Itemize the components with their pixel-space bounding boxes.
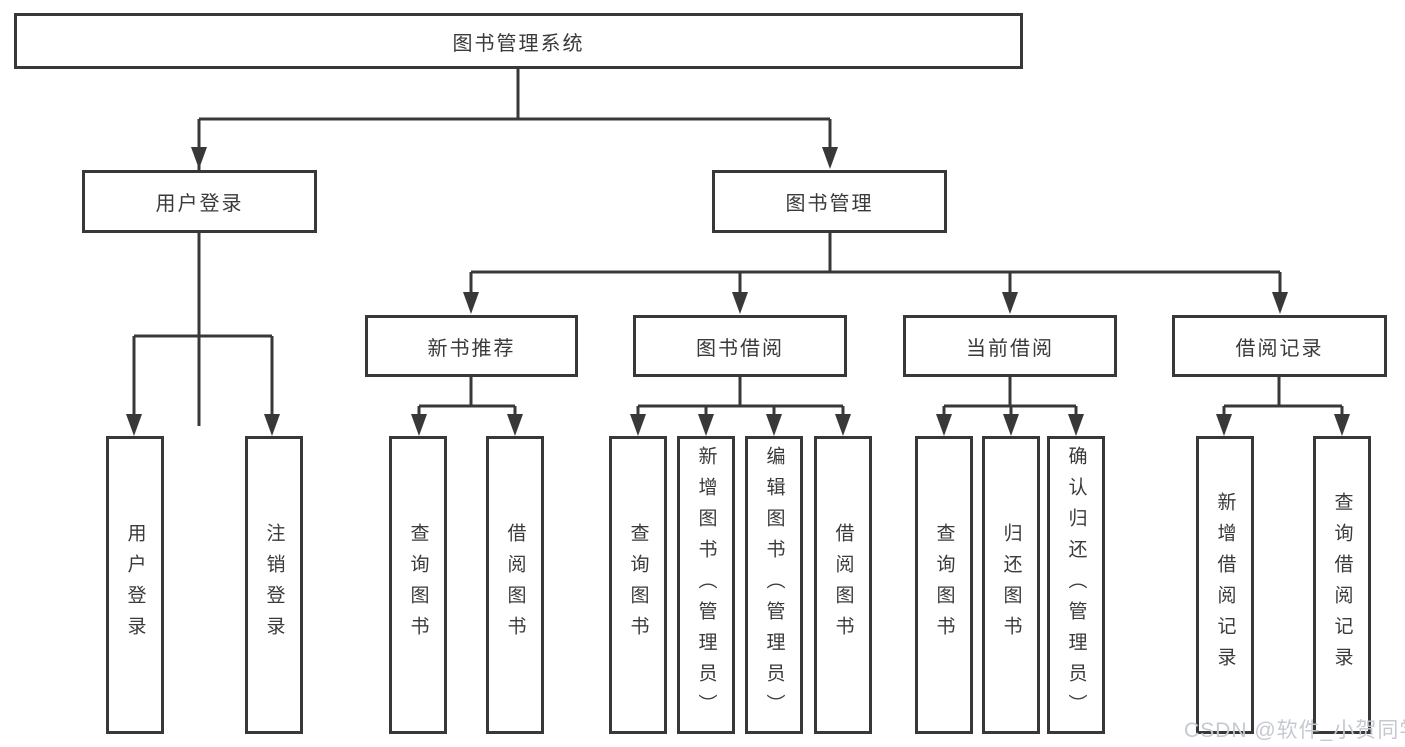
node-new-book-recommend: 新书推荐 — [365, 315, 578, 377]
leaf-add-borrow-record: 新增借阅记录 — [1196, 436, 1254, 734]
arrow-icon — [822, 147, 838, 169]
arrow-icon — [698, 414, 714, 436]
arrow-icon — [411, 414, 427, 436]
node-user-login-label: 用户登录 — [155, 193, 244, 215]
leaf-edit-book-admin-label: 编辑图书（管理员） — [763, 445, 785, 725]
leaf-add-book-admin-label: 新增图书（管理员） — [695, 445, 717, 725]
node-new-book-recommend-label: 新书推荐 — [427, 337, 516, 360]
node-current-borrow: 当前借阅 — [903, 315, 1117, 377]
leaf-query-book-3: 查询图书 — [915, 436, 973, 734]
leaf-confirm-return-admin-label: 确认归还（管理员） — [1065, 445, 1087, 725]
arrow-icon — [463, 292, 479, 314]
arrow-icon — [766, 414, 782, 436]
leaf-query-book-1-label: 查询图书 — [407, 523, 429, 647]
leaf-return-book-label: 归还图书 — [1000, 523, 1022, 647]
leaf-add-book-admin: 新增图书（管理员） — [677, 436, 735, 734]
node-book-borrow-label: 图书借阅 — [696, 337, 784, 360]
node-borrow-records: 借阅记录 — [1172, 315, 1387, 377]
arrow-icon — [835, 414, 851, 436]
leaf-query-book-2: 查询图书 — [609, 436, 667, 734]
leaf-query-book-1: 查询图书 — [389, 436, 447, 734]
arrow-icon — [191, 147, 207, 169]
node-user-login: 用户登录 — [82, 170, 317, 233]
arrow-icon — [936, 414, 952, 436]
node-root: 图书管理系统 — [14, 13, 1023, 69]
arrow-icon — [264, 414, 280, 436]
leaf-query-borrow-record: 查询借阅记录 — [1313, 436, 1371, 734]
leaf-query-book-2-label: 查询图书 — [627, 523, 649, 647]
arrow-icon — [1216, 414, 1232, 436]
arrow-icon — [630, 414, 646, 436]
node-borrow-records-label: 借阅记录 — [1235, 337, 1324, 360]
arrow-icon — [1334, 414, 1350, 436]
leaf-user-login-label: 用户登录 — [124, 523, 146, 647]
arrow-icon — [732, 292, 748, 314]
arrow-icon — [507, 414, 523, 436]
arrow-icon — [1068, 414, 1084, 436]
leaf-logout-label: 注销登录 — [263, 523, 285, 647]
node-current-borrow-label: 当前借阅 — [966, 337, 1054, 360]
arrow-heads — [126, 147, 1350, 436]
leaf-logout: 注销登录 — [245, 436, 303, 734]
leaf-return-book: 归还图书 — [982, 436, 1040, 734]
leaf-borrow-book-2: 借阅图书 — [814, 436, 872, 734]
leaf-user-login: 用户登录 — [106, 436, 164, 734]
csdn-watermark: CSDN @软件_小贺同学 — [1184, 719, 1405, 742]
arrow-icon — [1003, 414, 1019, 436]
leaf-borrow-book-2-label: 借阅图书 — [832, 523, 854, 647]
leaf-borrow-book-1: 借阅图书 — [486, 436, 544, 734]
arrow-icon — [126, 414, 142, 436]
arrow-icon — [1002, 292, 1018, 314]
leaf-borrow-book-1-label: 借阅图书 — [504, 523, 526, 647]
node-book-management: 图书管理 — [712, 170, 947, 233]
node-book-management-label: 图书管理 — [785, 193, 874, 215]
node-root-label: 图书管理系统 — [452, 32, 585, 55]
leaf-edit-book-admin: 编辑图书（管理员） — [745, 436, 803, 734]
leaf-query-borrow-record-label: 查询借阅记录 — [1331, 492, 1353, 678]
leaf-add-borrow-record-label: 新增借阅记录 — [1214, 492, 1236, 678]
leaf-query-book-3-label: 查询图书 — [933, 523, 955, 647]
arrow-icon — [1272, 292, 1288, 314]
leaf-confirm-return-admin: 确认归还（管理员） — [1047, 436, 1105, 734]
node-book-borrow: 图书借阅 — [633, 315, 847, 377]
